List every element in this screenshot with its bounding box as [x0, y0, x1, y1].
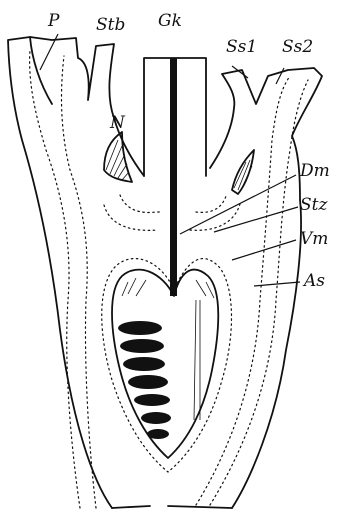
label-gk: Gk	[158, 11, 182, 31]
lamella-6	[141, 412, 171, 424]
lamella-2	[120, 339, 164, 353]
inner-dotted-layers	[30, 50, 308, 508]
label-stb: Stb	[96, 15, 125, 35]
label-ss1: Ss1	[226, 37, 257, 57]
lamella-1	[118, 321, 162, 335]
lamella-3	[123, 357, 165, 371]
labels: P Stb Gk Ss1 Ss2 N Dm Stz Vm As	[47, 11, 330, 291]
n-hatched-region	[104, 132, 254, 194]
label-as: As	[302, 271, 325, 291]
lamella-5	[134, 394, 170, 406]
label-dm: Dm	[299, 161, 330, 181]
label-p: P	[47, 11, 60, 31]
label-stz: Stz	[300, 195, 328, 215]
label-vm: Vm	[300, 229, 328, 249]
central-canal	[170, 58, 177, 296]
inner-chamber	[102, 259, 232, 472]
label-ss2: Ss2	[282, 37, 313, 57]
label-n: N	[109, 113, 126, 133]
lamella-7	[147, 429, 169, 439]
leader-ss2	[276, 68, 284, 84]
lamella-4	[128, 375, 168, 389]
